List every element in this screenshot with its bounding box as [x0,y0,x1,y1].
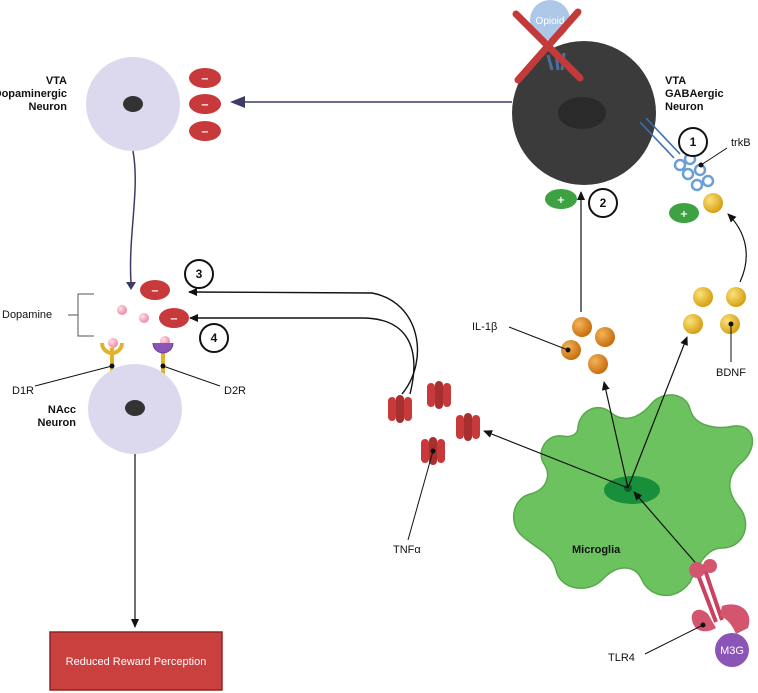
step-marker [199,323,229,353]
vta-gaba-label-1: VTA [665,75,686,87]
vta-da-label-3: Neuron [29,101,68,113]
microglia-label: Microglia [572,544,621,556]
dopamine-molecules [108,305,170,348]
tnfa-to-step4-arrow [189,314,415,395]
inhibitory-receptor-stack: − − − [189,68,221,141]
step-marker [678,127,708,157]
minus-symbol: − [170,314,178,325]
tnfa-trimers [388,381,480,465]
microglia-to-tnfa-arrow [483,430,629,489]
dopamine-label: Dopamine [2,309,52,321]
trkb-leader [700,147,728,166]
microglia-to-bdnf-arrow [627,336,688,489]
d1r-label: D1R [12,385,34,397]
excitatory-receptor [545,189,577,209]
plus-symbol: + [680,209,688,220]
vta-gaba-label-3: Neuron [665,101,704,113]
nacc-label-1: NAcc [48,404,76,416]
vta-gaba-label-2: GABAergic [665,88,724,100]
inhibitory-receptor [159,308,189,328]
d2r-label: D2R [224,385,246,397]
opioid-label: Opioid [536,16,565,27]
il1b-label: IL-1β [472,321,497,333]
reduced-reward-label: Reduced Reward Perception [66,656,207,668]
plus-symbol: + [557,195,565,206]
microglia-to-il1b-arrow [601,381,629,489]
excitatory-receptor [669,203,699,223]
microglia-nucleus [604,476,660,504]
axon-terminal [230,96,245,108]
step-4-label: 4 [211,331,218,345]
bdnf-label: BDNF [716,367,746,379]
vta-gabaergic-neuron [512,41,656,185]
step-marker [588,188,618,218]
dopamine-bracket [68,293,94,337]
trkb-receptor [639,117,715,192]
m3g-molecule [715,633,749,667]
tlr4-to-microglia-arrow [633,491,701,569]
tnfa-label: TNFα [393,544,421,556]
vta-da-label-1: VTA [46,75,67,87]
bdnf-cluster [683,287,746,334]
minus-symbol: − [151,286,159,297]
il1b-cluster [561,317,615,374]
tlr4-leader [644,624,704,655]
axon-terminal [126,282,136,290]
tlr4-receptor [689,559,750,634]
step-marker [184,259,214,289]
tnfa-leader [407,450,434,541]
dopaminergic-axon [129,150,136,284]
minus-symbol: − [201,127,209,138]
d2r-receptor [152,342,174,378]
reduced-reward-box [49,631,223,691]
inhibitory-receptor [140,280,170,300]
trkb-label: trkB [731,137,751,149]
step-2-label: 2 [600,196,607,210]
step-1-label: 1 [690,135,697,149]
il1b-leader [508,326,569,351]
d1r-leader [34,365,113,387]
block-cross-icon [512,8,584,84]
vta-dopaminergic-neuron [86,57,180,151]
step-3-label: 3 [196,267,203,281]
minus-symbol: − [201,74,209,85]
nacc-neuron [88,364,182,454]
bdnf-to-trkb-arrow [727,213,747,283]
m3g-label: M3G [720,645,744,657]
tnfa-to-step3-arrow [188,288,419,395]
bdnf-molecule [703,193,723,213]
d1r-receptor [100,342,124,378]
d2r-leader [162,365,221,387]
tlr4-label: TLR4 [608,652,635,664]
nacc-label-2: Neuron [38,417,77,429]
minus-symbol: − [201,100,209,111]
vta-da-label-2: Dopaminergic [0,88,67,100]
